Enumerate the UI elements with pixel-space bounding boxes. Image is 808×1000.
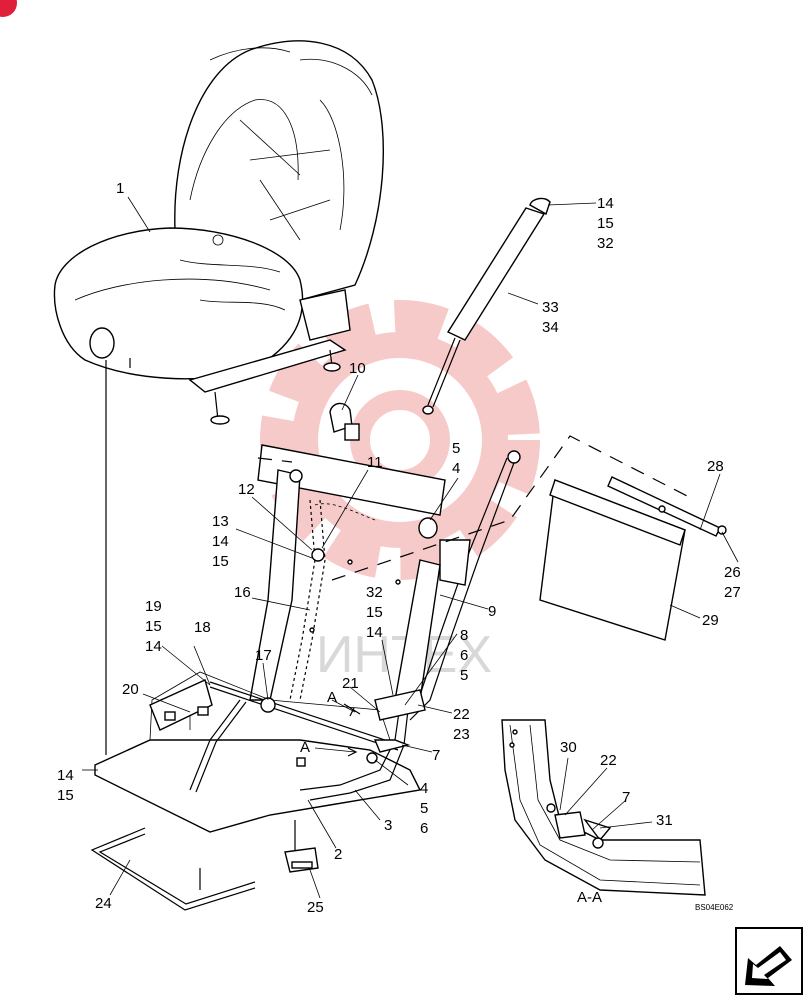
callout-14: 14 <box>597 195 614 212</box>
leader-lines <box>82 196 739 899</box>
callout-30: 30 <box>560 739 577 756</box>
callout-28: 28 <box>707 458 724 475</box>
callout-labels: 1 14 15 32 33 34 10 5 4 11 12 13 14 15 3… <box>57 180 741 916</box>
callout-8: 8 <box>460 627 468 644</box>
storage-pocket <box>539 476 727 641</box>
callout-31: 31 <box>656 812 673 829</box>
callout-14: 14 <box>57 767 74 784</box>
clip-25 <box>284 820 319 873</box>
callout-27: 27 <box>724 584 741 601</box>
callout-12: 12 <box>238 481 255 498</box>
callout-10: 10 <box>349 360 366 377</box>
callout-22: 22 <box>600 752 617 769</box>
callout-18: 18 <box>194 619 211 636</box>
seat-assembly <box>53 40 384 425</box>
callout-19: 19 <box>145 598 162 615</box>
callout-5: 5 <box>460 667 468 684</box>
callout-15: 15 <box>57 787 74 804</box>
callout-7: 7 <box>622 789 630 806</box>
bracket-10 <box>329 402 360 441</box>
callout-5: 5 <box>452 440 460 457</box>
callout-7: 7 <box>432 747 440 764</box>
arrow-down-left-icon[interactable] <box>735 927 803 995</box>
callout-20: 20 <box>122 681 139 698</box>
callout-26: 26 <box>724 564 741 581</box>
callout-33: 33 <box>542 299 559 316</box>
callout-11: 11 <box>367 454 383 471</box>
guide-dashed-2 <box>257 457 293 463</box>
callout-23: 23 <box>453 726 470 743</box>
callout-22: 22 <box>453 706 470 723</box>
gas-strut <box>422 197 551 415</box>
callout-2: 2 <box>334 846 342 863</box>
callout-32: 32 <box>597 235 614 252</box>
callout-13: 13 <box>212 513 229 530</box>
callout-16: 16 <box>234 584 251 601</box>
callout-4: 4 <box>420 780 428 797</box>
wire-handle <box>90 827 256 911</box>
callout-1: 1 <box>116 180 124 197</box>
callout-17: 17 <box>255 647 272 664</box>
callout-32: 32 <box>366 584 383 601</box>
callout-21: 21 <box>342 675 359 692</box>
callout-4: 4 <box>452 460 460 477</box>
watermark-gear-icon <box>260 300 540 580</box>
callout-15: 15 <box>366 604 383 621</box>
drawing-code: BS04E062 <box>695 903 734 912</box>
callout-14: 14 <box>366 624 383 641</box>
callout-3: 3 <box>384 817 392 834</box>
section-label: A-A <box>577 889 602 906</box>
section-marker-a: A <box>300 739 310 756</box>
callout-6: 6 <box>460 647 468 664</box>
callout-14: 14 <box>145 638 162 655</box>
callout-5: 5 <box>420 800 428 817</box>
callout-15: 15 <box>597 215 614 232</box>
callout-29: 29 <box>702 612 719 629</box>
callout-25: 25 <box>307 899 324 916</box>
callout-6: 6 <box>420 820 428 837</box>
section-marker-a: A <box>327 689 337 706</box>
callout-34: 34 <box>542 319 559 336</box>
callout-15: 15 <box>212 553 229 570</box>
corner-badge <box>0 0 17 17</box>
callout-24: 24 <box>95 895 112 912</box>
guide-dashed <box>331 435 696 581</box>
callout-9: 9 <box>488 603 496 620</box>
seat-frame <box>94 444 521 833</box>
section-a-a <box>501 719 706 896</box>
callout-14: 14 <box>212 533 229 550</box>
callout-15: 15 <box>145 618 162 635</box>
